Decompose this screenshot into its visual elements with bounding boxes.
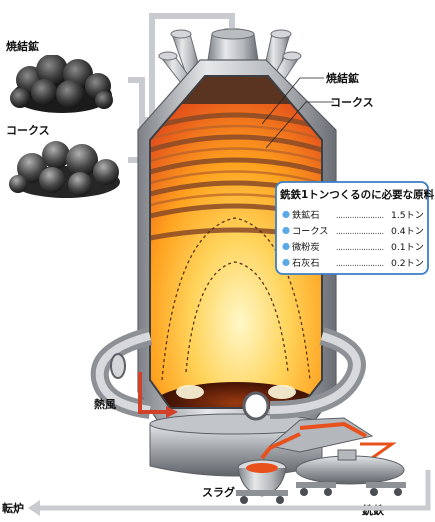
leader-dots: ………………… <box>336 226 384 237</box>
bullet-icon <box>282 258 290 267</box>
material-name: コークス <box>292 226 328 237</box>
sinter-ore-photo <box>0 38 128 118</box>
bullet-icon <box>282 242 290 251</box>
material-amount: 0.2トン <box>391 258 424 269</box>
bustle-pipe <box>90 327 366 421</box>
material-row: 石灰石 ………………… 0.2トン <box>282 257 424 269</box>
torpedo-car <box>295 442 406 496</box>
leader-dots: ………………… <box>336 242 384 253</box>
material-row: コークス ………………… 0.4トン <box>282 226 424 237</box>
tapping-runner <box>260 417 374 460</box>
material-amount: 0.1トン <box>391 242 424 253</box>
material-name: 微粉炭 <box>292 241 320 253</box>
material-row: 鉄鉱石 ………………… 1.5トン <box>282 209 424 221</box>
coke-photo-label: コークス <box>6 124 50 137</box>
material-amount: 0.4トン <box>391 226 424 237</box>
bullet-icon <box>282 226 290 235</box>
coke-layer-label: コークス <box>330 96 374 109</box>
raw-materials-title: 銑鉄1トンつくるのに必要な原料 <box>279 188 435 201</box>
layer-callouts <box>261 77 334 149</box>
leader-dots: ………………… <box>336 258 384 269</box>
material-row: 微粉炭 ………………… 0.1トン <box>282 241 424 253</box>
leader-dots: ………………… <box>336 210 384 221</box>
cohesive-zone <box>161 217 311 381</box>
to-converter-arrow <box>28 470 431 516</box>
slag-label: スラグ <box>202 485 235 499</box>
material-name: 石灰石 <box>292 257 320 269</box>
bullet-icon <box>282 210 290 219</box>
material-name: 鉄鉱石 <box>292 209 320 221</box>
material-amount: 1.5トン <box>391 210 424 221</box>
converter-label: 転炉 <box>2 501 24 515</box>
sinter-photo-label: 焼結鉱 <box>6 39 39 53</box>
coke-photo <box>4 124 128 200</box>
hot-blast-label: 熱風 <box>94 397 116 411</box>
sinter-layer-label: 焼結鉱 <box>326 71 359 85</box>
slag-ladle <box>236 459 288 504</box>
hot-blast-arrow <box>138 372 168 414</box>
